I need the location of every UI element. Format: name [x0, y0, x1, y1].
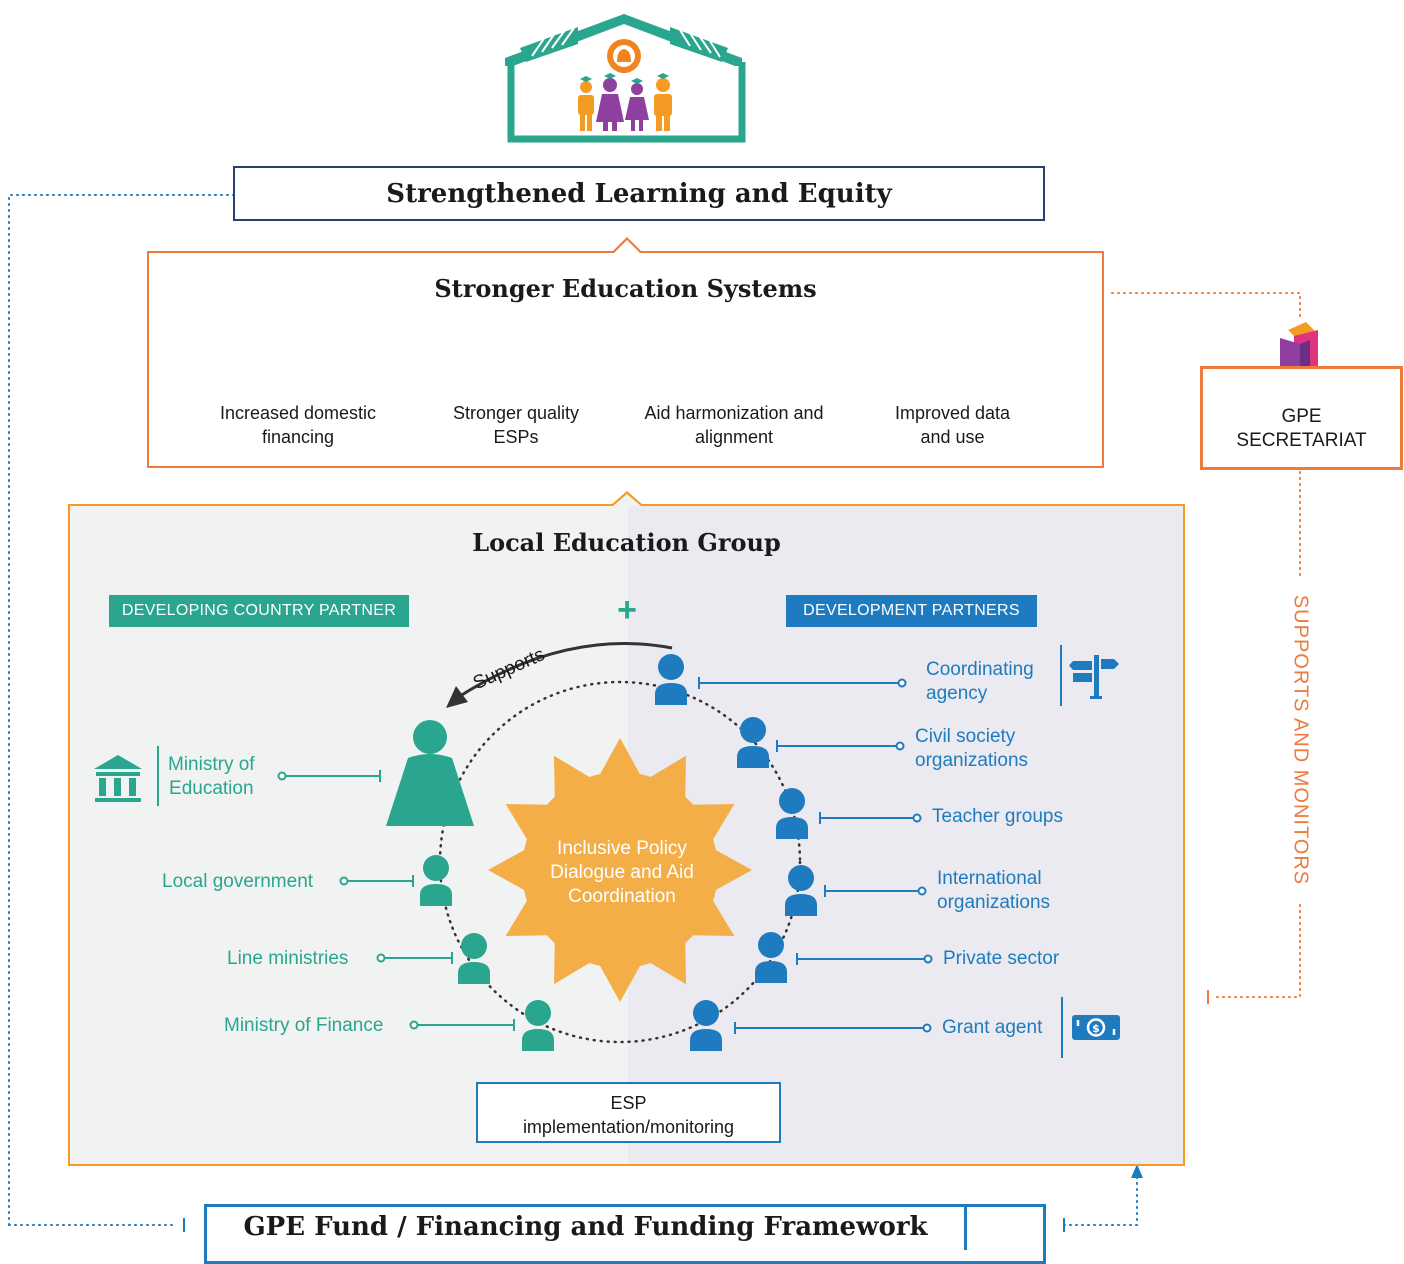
systems-title: Stronger Education Systems	[434, 274, 817, 303]
systems-box	[147, 251, 1104, 468]
dialogue-label: Inclusive Policy Dialogue and Aid Coordi…	[550, 838, 694, 907]
systems-item-label-data: Improved data and use	[894, 403, 1011, 447]
civil-society-label: Civil society organizations	[915, 726, 1029, 771]
civil-society-person	[737, 717, 769, 768]
developing-country-tag: DEVELOPING COUNTRY PARTNER	[109, 595, 409, 627]
svg-text:$: $	[1092, 1022, 1100, 1035]
secretariat-link-line	[1111, 292, 1301, 998]
grant-agent-person	[690, 1000, 722, 1051]
coordinating-agency-person	[655, 654, 687, 705]
ministry-finance-label: Ministry of Finance	[224, 1015, 384, 1036]
sun-icon	[488, 738, 752, 1002]
fund-title: GPE Fund / Financing and Funding Framewo…	[243, 1212, 928, 1242]
local-government-person	[420, 855, 452, 906]
feedback-loop-line	[8, 194, 1138, 1226]
learning-equity-box: Strengthened Learning and Equity	[233, 166, 1045, 221]
international-organizations-label: International organizations	[937, 868, 1051, 913]
learning-equity-title: Strengthened Learning and Equity	[386, 179, 892, 209]
supports-monitors-label: SUPPORTS AND MONITORS	[1289, 594, 1312, 886]
teacher-groups-person	[776, 788, 808, 839]
systems-item-label-esps: Stronger quality ESPs	[452, 403, 580, 447]
school-icon	[505, 14, 746, 143]
grant-agent-label: Grant agent	[942, 1017, 1043, 1038]
ministry-education-label: Ministry of Education	[168, 754, 255, 799]
systems-item-label-harmonization: Aid harmonization and alignment	[644, 403, 824, 447]
line-ministries-label: Line ministries	[227, 948, 349, 969]
coordinating-agency-label: Coordinating agency	[926, 659, 1034, 704]
ministry-finance-person	[522, 1000, 554, 1051]
signpost-icon	[1069, 655, 1119, 699]
grant-banknote-icon: $	[1072, 1015, 1120, 1040]
ministry-education-person	[386, 720, 474, 826]
leg-title: Local Education Group	[472, 528, 781, 557]
line-ministries-person	[458, 933, 490, 984]
systems-item-label-financing: Increased domestic financing	[219, 403, 377, 447]
international-organizations-person	[785, 865, 817, 916]
private-sector-label: Private sector	[943, 948, 1060, 969]
local-government-label: Local government	[162, 871, 314, 892]
esp-box: ESP implementation/monitoring	[476, 1082, 781, 1143]
development-partners-tag: DEVELOPMENT PARTNERS	[786, 595, 1037, 627]
teacher-groups-label: Teacher groups	[932, 806, 1063, 827]
secretariat-line1: GPE	[1281, 406, 1322, 427]
dialogue-circle	[438, 680, 802, 1044]
plus-icon: +	[617, 591, 637, 629]
secretariat-line2: SECRETARIAT	[1236, 430, 1367, 451]
private-sector-person	[755, 932, 787, 983]
ministry-building-icon	[94, 755, 142, 802]
secretariat-box: GPE SECRETARIAT	[1200, 366, 1403, 470]
